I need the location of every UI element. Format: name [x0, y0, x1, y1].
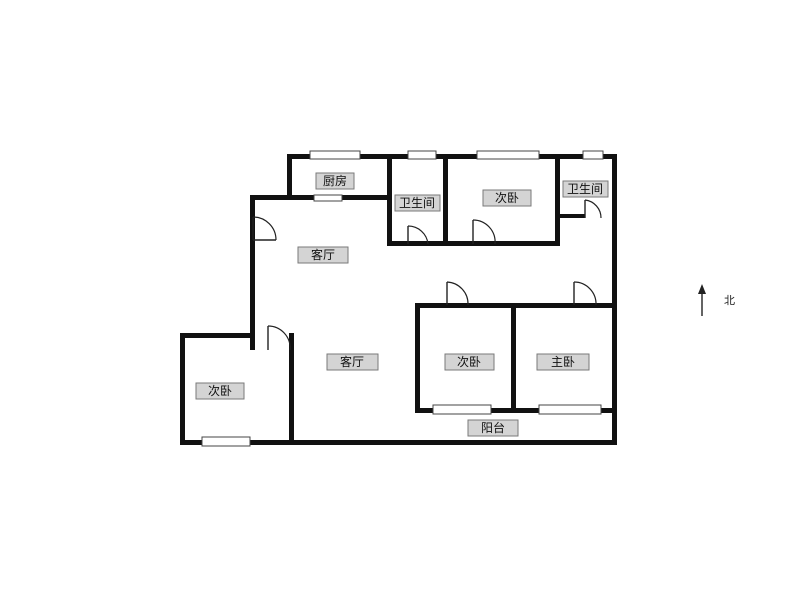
wall-bedroom-partition: [511, 303, 516, 413]
wall-top: [287, 154, 617, 159]
label-north-bedroom-text: 次卧: [495, 191, 519, 205]
wall-bath-a-left: [387, 154, 392, 246]
north-label: 北: [724, 294, 735, 307]
windows: [201, 150, 604, 447]
label-west-bedroom-text: 次卧: [208, 384, 232, 398]
window-kitchen: [309, 150, 361, 160]
wall-living-left: [250, 195, 255, 350]
label-master-bedroom-text: 主卧: [551, 355, 575, 369]
door-north-bedroom: [472, 219, 496, 245]
door-middle-bedroom: [446, 281, 469, 306]
wall-bath-b-bottom: [555, 214, 585, 218]
door-master-bedroom: [573, 281, 597, 306]
wall-bottom: [180, 440, 617, 445]
wall-bedrooms-bottom: [415, 408, 617, 413]
window-master-bedroom: [538, 404, 602, 415]
wall-right: [612, 154, 617, 445]
label-balcony: 阳台: [467, 419, 519, 437]
wall-north-bedroom-bottom: [443, 241, 560, 246]
door-bath-a: [407, 225, 429, 245]
door-bath-b: [584, 199, 602, 219]
walls: [180, 154, 617, 445]
label-bath-a-text: 卫生间: [399, 196, 435, 210]
window-bath-b: [582, 150, 604, 160]
north-compass: 北: [698, 284, 735, 316]
wall-north-bedroom-right: [555, 154, 560, 246]
label-living-lower-text: 客厅: [340, 354, 364, 369]
label-kitchen: 厨房: [315, 172, 355, 190]
label-kitchen-text: 厨房: [323, 173, 347, 188]
label-master-bedroom: 主卧: [536, 353, 590, 371]
north-arrowhead-icon: [698, 284, 706, 294]
label-bath-b-text: 卫生间: [567, 182, 603, 196]
window-bath-a: [407, 150, 437, 160]
window-kitchen-pass: [313, 194, 343, 202]
label-bath-b: 卫生间: [562, 180, 609, 198]
wall-middle-bedroom-left: [415, 303, 420, 413]
window-west-bedroom: [201, 436, 251, 447]
label-balcony-text: 阳台: [481, 420, 505, 435]
door-west-bedroom: [267, 325, 291, 351]
label-living-lower: 客厅: [326, 353, 379, 371]
wall-west-bedroom-right: [289, 333, 294, 441]
doors: [252, 199, 602, 351]
label-middle-bedroom: 次卧: [444, 353, 495, 371]
window-middle-bedroom: [432, 404, 492, 415]
label-middle-bedroom-text: 次卧: [457, 355, 481, 369]
label-west-bedroom: 次卧: [195, 382, 245, 400]
wall-west-bedroom-left: [180, 333, 185, 445]
wall-bath-a-bottom: [387, 241, 448, 246]
door-entrance: [252, 216, 277, 241]
wall-kitchen-left: [287, 154, 292, 200]
wall-bath-a-right: [443, 154, 448, 246]
label-north-bedroom: 次卧: [482, 189, 532, 207]
label-bath-a: 卫生间: [394, 194, 441, 212]
window-north-bedroom: [476, 150, 540, 160]
wall-west-bedroom-top: [180, 333, 255, 338]
label-living-upper-text: 客厅: [311, 247, 335, 262]
room-labels: 厨房 卫生间 次卧 卫生间 客厅 客厅 次卧 次卧: [195, 172, 609, 437]
label-living-upper: 客厅: [297, 246, 349, 264]
